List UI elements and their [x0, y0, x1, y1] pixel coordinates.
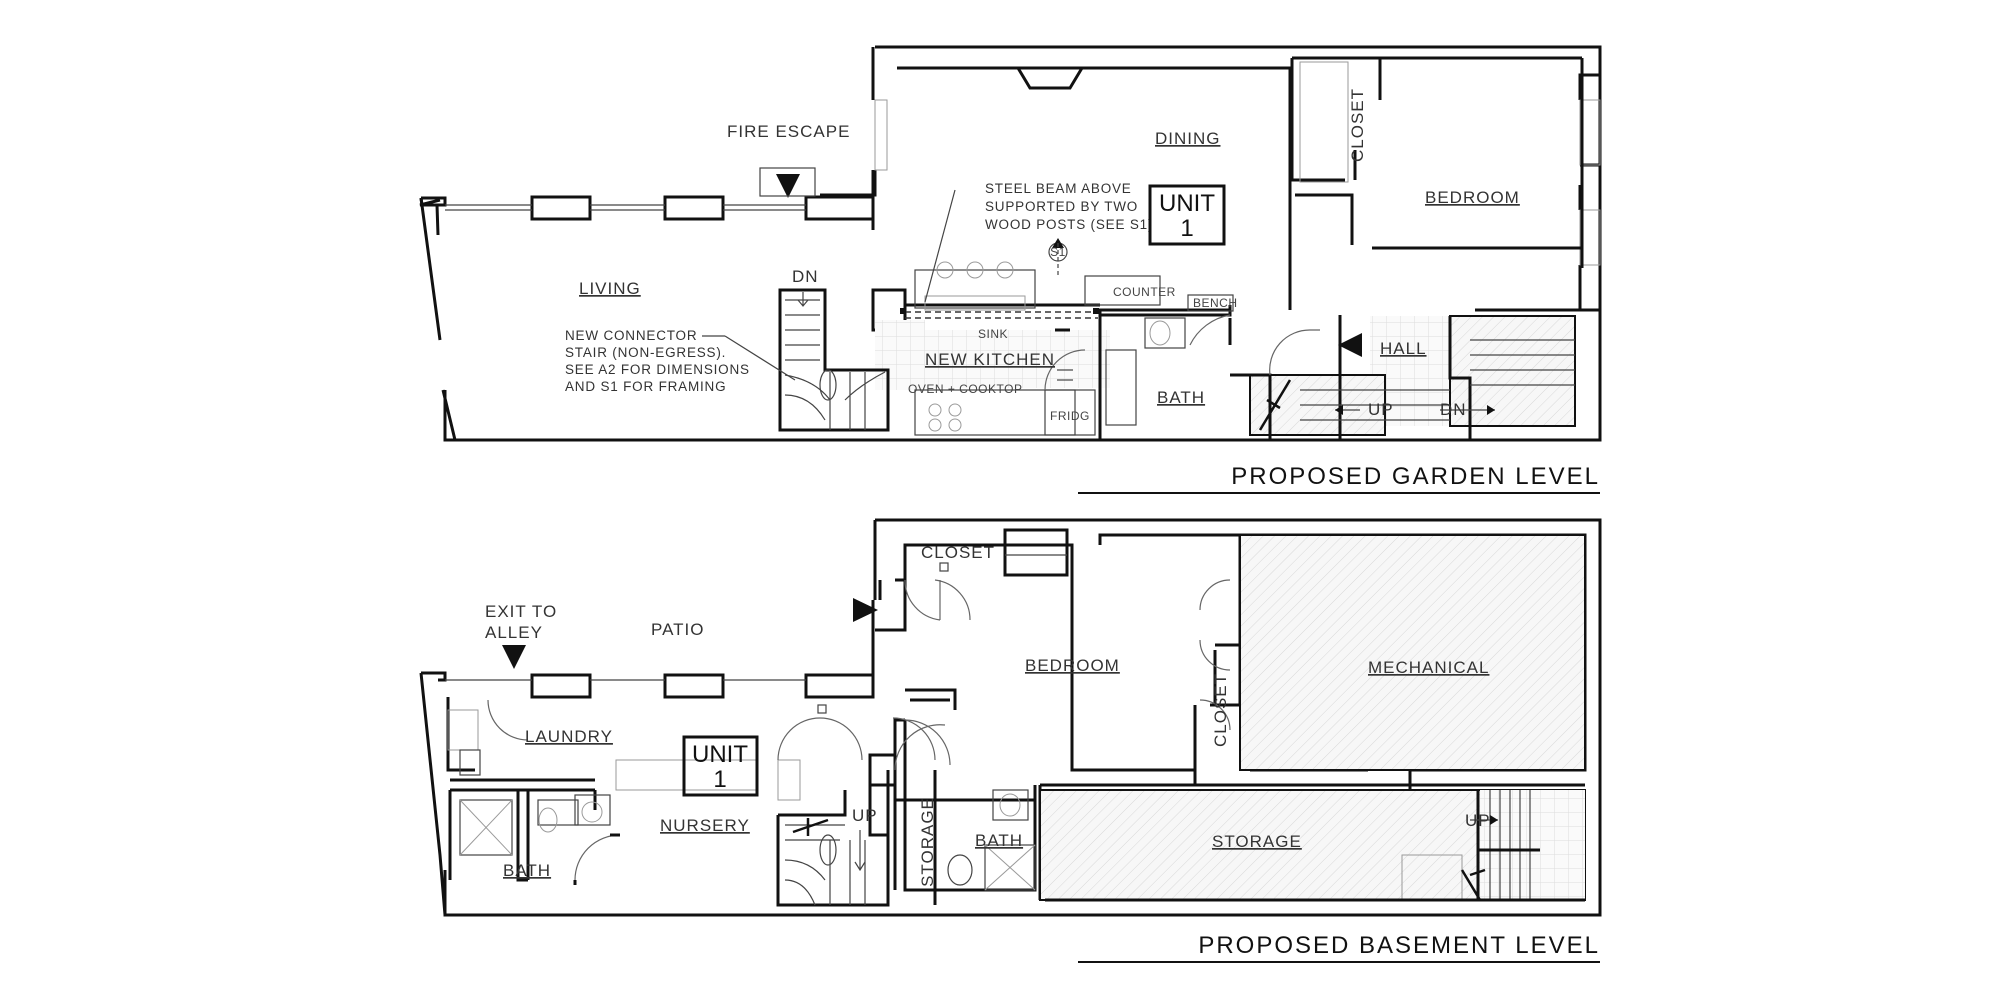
garden-front-windows: [445, 195, 875, 221]
garden-dn-label: DN: [792, 267, 819, 286]
hall-entry-arrow: [1338, 333, 1362, 357]
garden-closet-label: CLOSET: [1348, 88, 1367, 162]
steel-note-1: STEEL BEAM ABOVE: [985, 181, 1132, 196]
garden-dn2-label: DN: [1440, 400, 1467, 419]
oven-label: OVEN + COOKTOP: [908, 382, 1022, 396]
fire-escape-label: FIRE ESCAPE: [727, 122, 850, 141]
garden-unit-line1: UNIT: [1159, 190, 1215, 217]
garden-level-plan: S1: [419, 45, 1602, 494]
basement-up2-label: UP: [1465, 811, 1491, 830]
exit-alley-arrow: [502, 645, 526, 669]
basement-unit-line2: 1: [713, 766, 726, 793]
nursery-label: NURSERY: [660, 816, 750, 835]
laundry-label: LAUNDRY: [525, 727, 613, 746]
basement-bath2-label: BATH: [503, 861, 551, 880]
fridg-label: FRIDG: [1050, 409, 1090, 423]
living-label: LIVING: [579, 279, 641, 298]
garden-connector-stair: [778, 288, 890, 432]
connector-note-3: SEE A2 FOR DIMENSIONS: [565, 362, 750, 377]
section-marker-s1: S1: [1048, 238, 1068, 275]
basement-entry-arrow: [853, 598, 878, 622]
storage-vertical-label: STORAGE: [918, 797, 937, 887]
basement-up-label: UP: [852, 806, 878, 825]
garden-bedroom-label: BEDROOM: [1425, 188, 1520, 207]
patio-label: PATIO: [651, 620, 705, 639]
basement-level-plan: CLOSET EXIT TO ALLEY PATIO BEDROOM MECHA…: [419, 518, 1602, 963]
new-kitchen-label: NEW KITCHEN: [925, 350, 1055, 369]
garden-bath: [1098, 314, 1270, 442]
mechanical-room: [1239, 534, 1586, 771]
basement-title: PROPOSED BASEMENT LEVEL: [1198, 932, 1600, 959]
steel-note-3: WOOD POSTS (SEE S1): [985, 217, 1153, 232]
basement-stair: [776, 704, 890, 907]
garden-unit-box: [1148, 184, 1226, 246]
basement-front-windows: [445, 673, 875, 699]
garden-hall-stairs: [1230, 308, 1600, 440]
hall-label: HALL: [1380, 339, 1427, 358]
connector-note-1: NEW CONNECTOR: [565, 328, 697, 343]
basement-closet2-label: CLOSET: [1211, 673, 1230, 747]
basement-unit-line1: UNIT: [692, 741, 748, 768]
garden-title: PROPOSED GARDEN LEVEL: [1231, 463, 1600, 490]
basement-unit-box: [682, 735, 759, 797]
connector-note-2: STAIR (NON-EGRESS).: [565, 345, 726, 360]
garden-kitchen: [875, 261, 1110, 436]
exit-label-1: EXIT TO: [485, 602, 557, 621]
steel-note-2: SUPPORTED BY TWO: [985, 199, 1138, 214]
connector-note-4: AND S1 FOR FRAMING: [565, 379, 726, 394]
storage-label: STORAGE: [1212, 832, 1302, 851]
garden-unit-line2: 1: [1180, 215, 1193, 242]
mechanical-label: MECHANICAL: [1368, 658, 1489, 677]
section-tag: S1: [1050, 245, 1066, 259]
counter-label: COUNTER: [1113, 285, 1176, 299]
basement-bedroom-label: BEDROOM: [1025, 656, 1120, 675]
garden-bath-label: BATH: [1157, 388, 1205, 407]
bench-label: BENCH: [1193, 296, 1238, 310]
garden-up-label: UP: [1368, 400, 1394, 419]
dining-label: DINING: [1155, 129, 1221, 148]
basement-closet-label: CLOSET: [921, 543, 995, 562]
exit-label-2: ALLEY: [485, 623, 543, 642]
fire-escape-entry-arrow: [776, 174, 800, 198]
sink-label: SINK: [978, 327, 1008, 341]
basement-bath-label: BATH: [975, 831, 1023, 850]
